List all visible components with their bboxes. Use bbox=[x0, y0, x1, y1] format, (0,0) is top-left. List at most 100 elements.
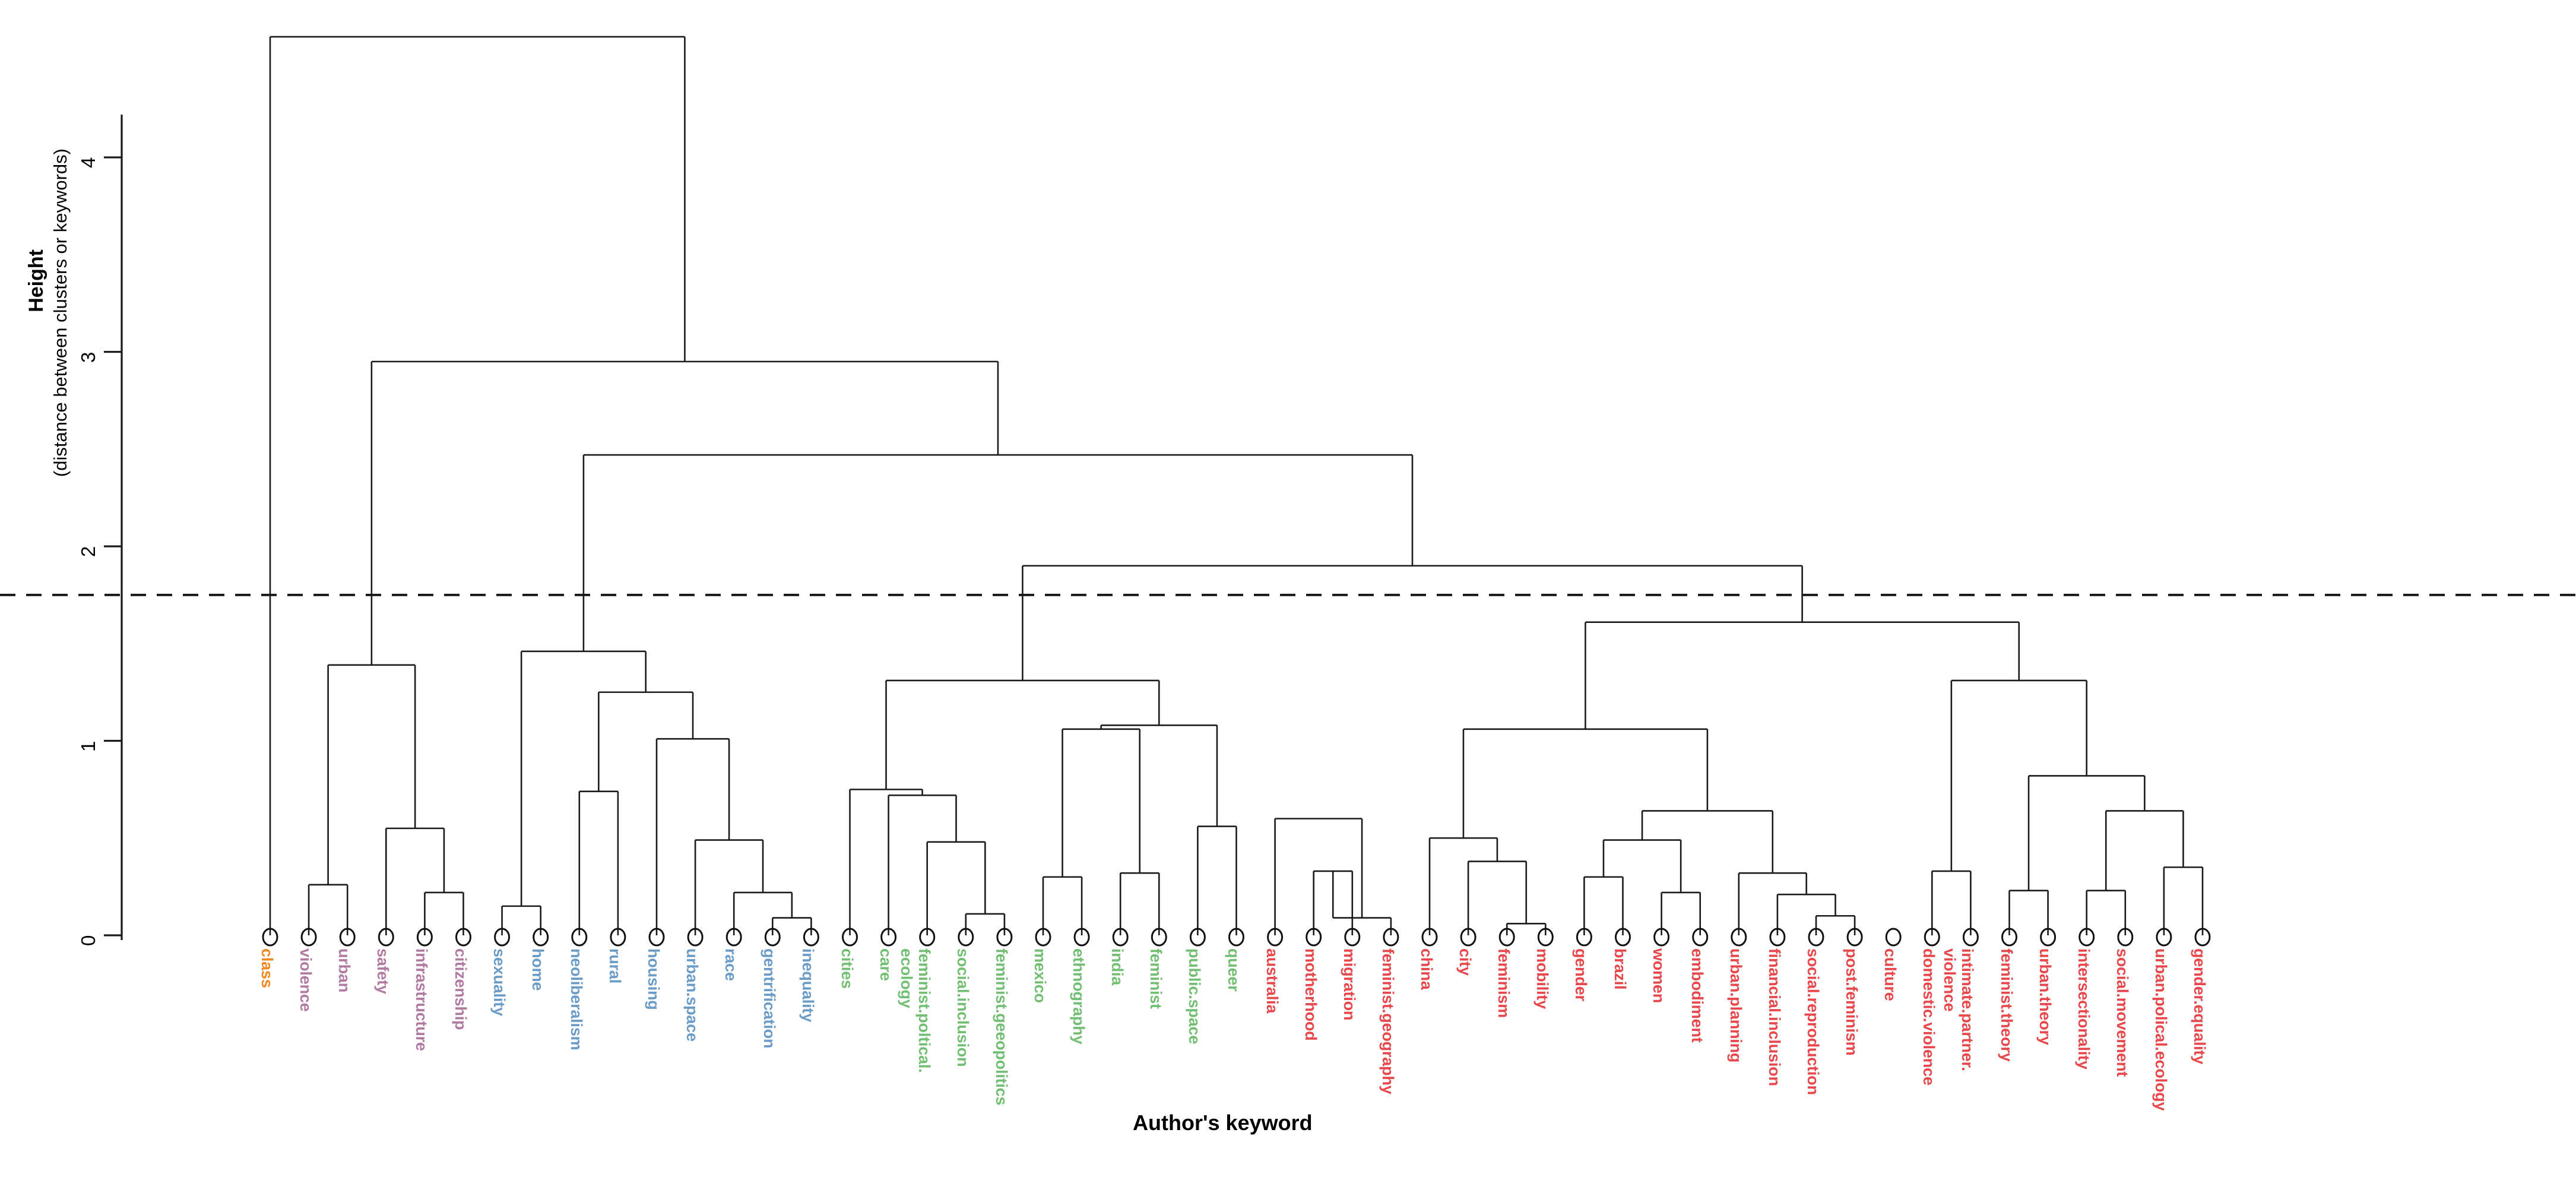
leaf-marker-icon bbox=[1653, 928, 1670, 947]
leaf-marker-icon bbox=[2117, 928, 2134, 947]
leaf-label: rural bbox=[606, 948, 624, 984]
leaf-marker-icon bbox=[1112, 928, 1129, 947]
y-tick-label: 0 bbox=[77, 935, 99, 946]
leaf-label: financial.inclusion bbox=[1765, 948, 1783, 1086]
leaf-marker-icon bbox=[262, 928, 278, 947]
leaf-marker-icon bbox=[725, 928, 742, 947]
leaf-marker-icon bbox=[1383, 928, 1399, 947]
leaf-marker-icon bbox=[1267, 928, 1284, 947]
leaf-label: ethnography bbox=[1070, 948, 1088, 1045]
leaf-marker-icon bbox=[803, 928, 819, 947]
leaf-label: ecology bbox=[897, 948, 915, 1008]
leaf-marker-icon bbox=[648, 928, 665, 947]
leaf-label: care bbox=[876, 948, 895, 981]
leaf-label: mobility bbox=[1533, 948, 1552, 1009]
leaf-label: social.movement bbox=[2113, 948, 2131, 1077]
leaf-marker-icon bbox=[1576, 928, 1592, 947]
leaf-marker-icon bbox=[1615, 928, 1631, 947]
leaf-marker-icon bbox=[1924, 928, 1940, 947]
leaf-label: urban.space bbox=[683, 948, 702, 1042]
leaf-marker-icon bbox=[1421, 928, 1438, 947]
leaf-marker-icon bbox=[1692, 928, 1709, 947]
leaf-label: feminist.poltical. bbox=[915, 948, 933, 1073]
leaf-label: china bbox=[1418, 948, 1436, 990]
leaf-marker-icon bbox=[996, 928, 1013, 947]
leaf-marker-icon bbox=[1228, 928, 1244, 947]
y-tick-label: 3 bbox=[77, 352, 99, 363]
leaf-label: gender.equality bbox=[2191, 948, 2209, 1065]
leaf-marker-icon bbox=[300, 928, 317, 947]
leaf-marker-icon bbox=[1460, 928, 1476, 947]
y-tick-label: 2 bbox=[77, 546, 99, 557]
leaf-label: citizenship bbox=[451, 948, 470, 1030]
leaf-label: feminist.geography bbox=[1379, 948, 1397, 1094]
leaf-marker-icon bbox=[1731, 928, 1747, 947]
leaf-marker-icon bbox=[764, 928, 781, 947]
leaf-label: sexuality bbox=[490, 948, 508, 1016]
leaf-label: social.inclusion bbox=[953, 948, 972, 1067]
leaf-marker-icon bbox=[1769, 928, 1786, 947]
leaf-marker-icon bbox=[416, 928, 433, 947]
y-tick-label: 4 bbox=[77, 157, 99, 168]
leaf-label: housing bbox=[645, 948, 663, 1010]
leaf-marker-icon bbox=[494, 928, 511, 947]
leaf-label: post.feminism bbox=[1843, 948, 1861, 1056]
leaf-label: queer bbox=[1224, 948, 1243, 992]
leaf-label: cities bbox=[838, 948, 856, 989]
leaf-label: feminism bbox=[1495, 948, 1513, 1018]
leaf-marker-icon bbox=[2078, 928, 2095, 947]
leaf-label: feminist bbox=[1147, 948, 1165, 1009]
leaf-marker-icon bbox=[2001, 928, 2017, 947]
leaf-label: safety bbox=[374, 948, 392, 994]
leaf-label: australia bbox=[1263, 948, 1281, 1014]
leaf-label: neoliberalism bbox=[567, 948, 585, 1051]
leaf-label: embodiment bbox=[1688, 948, 1706, 1043]
leaf-marker-icon bbox=[1151, 928, 1167, 947]
leaf-label: urban.theory bbox=[2036, 948, 2054, 1045]
leaf-label: social.reproduction bbox=[1804, 948, 1822, 1095]
leaf-marker-icon bbox=[842, 928, 858, 947]
leaf-label: urban bbox=[335, 948, 354, 993]
leaf-marker-icon bbox=[455, 928, 471, 947]
leaf-marker-icon bbox=[1189, 928, 1206, 947]
leaf-marker-icon bbox=[2156, 928, 2172, 947]
leaf-label: gender bbox=[1572, 948, 1590, 1001]
leaf-label: women bbox=[1649, 948, 1668, 1004]
leaf-label: urban.planning bbox=[1726, 948, 1745, 1063]
leaf-label: inequality bbox=[799, 948, 818, 1023]
leaf-label: race bbox=[722, 948, 740, 981]
leaf-label: violence bbox=[1941, 948, 1959, 1012]
leaf-label: culture bbox=[1881, 948, 1900, 1001]
leaf-marker-icon bbox=[1498, 928, 1515, 947]
leaf-label: intimate.partner. bbox=[1959, 948, 1977, 1071]
leaf-marker-icon bbox=[1537, 928, 1554, 947]
leaf-label: urban.polical.ecology bbox=[2152, 948, 2170, 1111]
y-axis-subtitle: (distance between clusters or keywords) bbox=[50, 148, 71, 477]
leaf-marker-icon bbox=[958, 928, 974, 947]
leaf-marker-icon bbox=[533, 928, 549, 947]
y-axis-title: Height bbox=[25, 249, 47, 312]
leaf-marker-icon bbox=[1885, 928, 1902, 947]
leaf-label: class bbox=[258, 948, 276, 988]
leaf-label: brazil bbox=[1611, 948, 1629, 990]
leaf-marker-icon bbox=[1962, 928, 1979, 947]
leaf-label: city bbox=[1456, 948, 1475, 976]
leaf-label: violence bbox=[297, 948, 315, 1012]
leaf-marker-icon bbox=[571, 928, 588, 947]
leaf-marker-icon bbox=[339, 928, 356, 947]
leaf-label: intersectionality bbox=[2074, 948, 2093, 1070]
leaf-label: public.space bbox=[1186, 948, 1204, 1045]
leaf-label: mexico bbox=[1031, 948, 1049, 1003]
leaf-label: infrastructure bbox=[413, 948, 431, 1051]
leaf-marker-icon bbox=[687, 928, 704, 947]
leaf-label: migration bbox=[1340, 948, 1358, 1021]
y-tick-label: 1 bbox=[77, 741, 99, 752]
leaf-label: domestic.violence bbox=[1920, 948, 1938, 1086]
leaf-marker-icon bbox=[919, 928, 936, 947]
leaf-label: feminist.geeopolitics bbox=[992, 948, 1010, 1106]
leaf-label: motherhood bbox=[1301, 948, 1320, 1041]
leaf-marker-icon bbox=[610, 928, 626, 947]
leaf-marker-icon bbox=[2040, 928, 2057, 947]
